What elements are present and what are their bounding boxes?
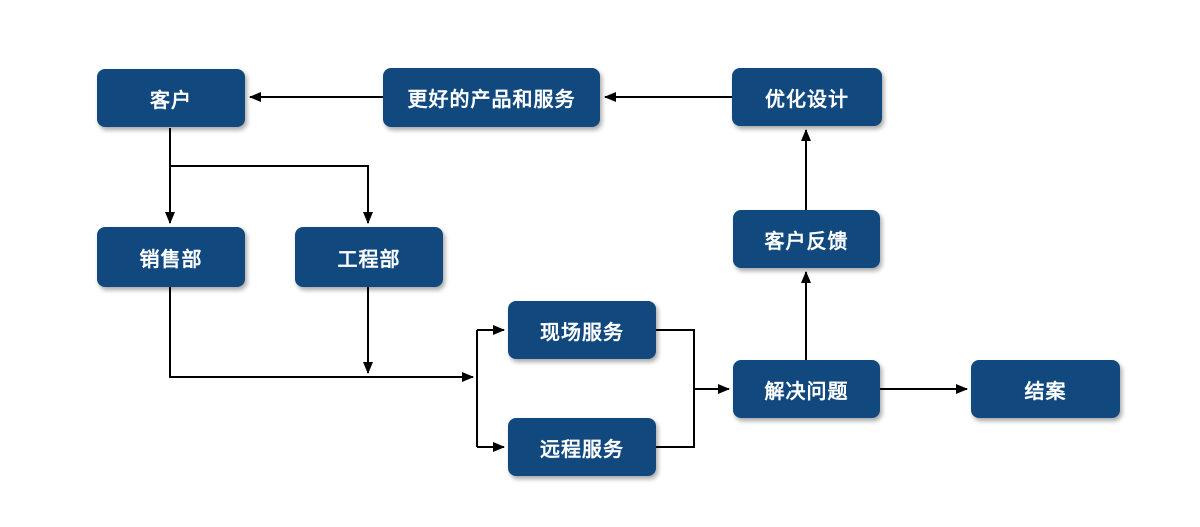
node-onsite-service: 现场服务 — [508, 301, 656, 359]
node-better-products-services: 更好的产品和服务 — [383, 68, 600, 127]
node-solve-problem: 解决问题 — [733, 360, 880, 418]
edge-customer-to-engineering — [170, 165, 373, 224]
node-engineering-dept: 工程部 — [295, 227, 443, 287]
node-remote-service: 远程服务 — [508, 418, 656, 476]
node-optimized-design: 优化设计 — [732, 68, 882, 126]
edge-merge-bar — [656, 329, 695, 448]
node-customer-feedback: 客户反馈 — [733, 210, 880, 268]
node-close-case: 结案 — [971, 360, 1120, 418]
node-customer: 客户 — [97, 69, 245, 127]
node-sales-dept: 销售部 — [97, 227, 245, 287]
edge-sales-to-branch — [169, 287, 474, 382]
